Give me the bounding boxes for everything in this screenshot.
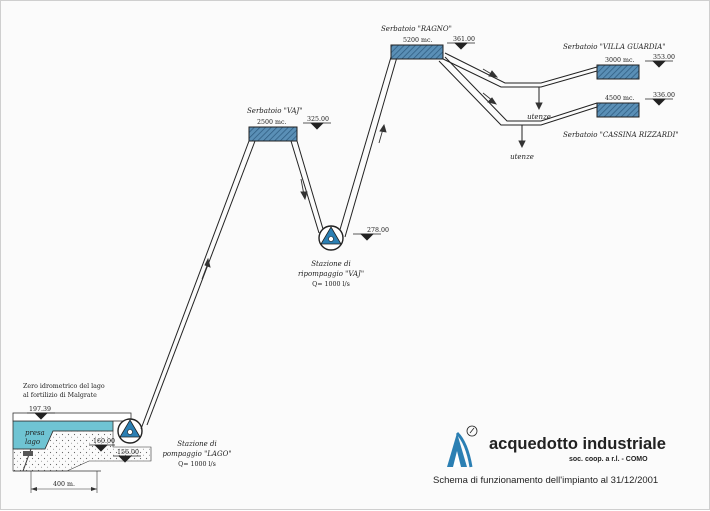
- station-lago-line2: pompaggio "LAGO": [162, 450, 231, 458]
- tank-cassina-rizzardi-label: Serbatoio "CASSINA RIZZARDI": [563, 131, 679, 139]
- brand-logo-icon: [447, 425, 478, 468]
- station-vaj-elevation: 278.00: [367, 227, 389, 234]
- users-label-1: utenze: [527, 113, 551, 121]
- tank-ragno-capacity: 5200 mc.: [403, 37, 433, 44]
- elevation-markers: [27, 42, 673, 463]
- pipeline: [140, 52, 598, 430]
- station-vaj-line1: Stazione di: [311, 260, 351, 268]
- tank-cassina-rizzardi-capacity: 4500 mc.: [605, 95, 635, 102]
- brand-name: acquedotto industriale: [489, 435, 666, 453]
- tank-cassina-rizzardi: [596, 102, 640, 118]
- tank-ragno-label: Serbatoio "RAGNO": [381, 25, 452, 33]
- tank-ragno-elevation: 361.00: [453, 36, 475, 43]
- intake-label-2: lago: [25, 438, 40, 446]
- tank-vaj: [248, 126, 298, 142]
- tank-villa-guardia-label: Serbatoio "VILLA GUARDIA": [563, 43, 666, 51]
- intake-pipe: [12, 412, 132, 422]
- pump-elevation: 156.00: [117, 449, 139, 456]
- tank-ragno: [390, 44, 444, 60]
- flow-arrows: [201, 68, 543, 280]
- pump-station-vaj: [318, 225, 344, 251]
- tank-vaj-label: Serbatoio "VAJ": [247, 107, 303, 115]
- diagram-caption: Schema di funzionamento dell'impianto al…: [433, 475, 658, 486]
- tank-vaj-capacity: 2500 mc.: [257, 119, 287, 126]
- lake-zero-line1: Zero idrometrico del lago: [23, 383, 105, 390]
- intake-elevation: 160.00: [93, 438, 115, 445]
- station-lago-flow: Q= 1000 l/s: [178, 461, 216, 468]
- station-vaj-line2: ripompaggio "VAJ": [298, 270, 364, 278]
- intake-label-1: presa: [25, 429, 45, 437]
- tank-villa-guardia: [596, 64, 640, 80]
- tank-villa-guardia-capacity: 3000 mc.: [605, 57, 635, 64]
- lake-zero-line2: al fortilizio di Malgrate: [23, 392, 97, 399]
- pump-station-lago: [117, 418, 143, 444]
- distance-marker: [30, 471, 98, 493]
- users-label-2: utenze: [510, 153, 534, 161]
- distance-label: 400 m.: [53, 481, 75, 488]
- tank-villa-guardia-elevation: 353.00: [653, 54, 675, 61]
- intake-head: [23, 451, 33, 456]
- station-vaj-flow: Q= 1000 l/s: [312, 281, 350, 288]
- lake-zero-elevation: 197.39: [29, 406, 51, 413]
- tank-vaj-elevation: 325.00: [307, 116, 329, 123]
- station-lago-line1: Stazione di: [177, 440, 217, 448]
- brand-subtitle: soc. coop. a r.l. - COMO: [569, 456, 648, 463]
- tank-cassina-rizzardi-elevation: 336.00: [653, 92, 675, 99]
